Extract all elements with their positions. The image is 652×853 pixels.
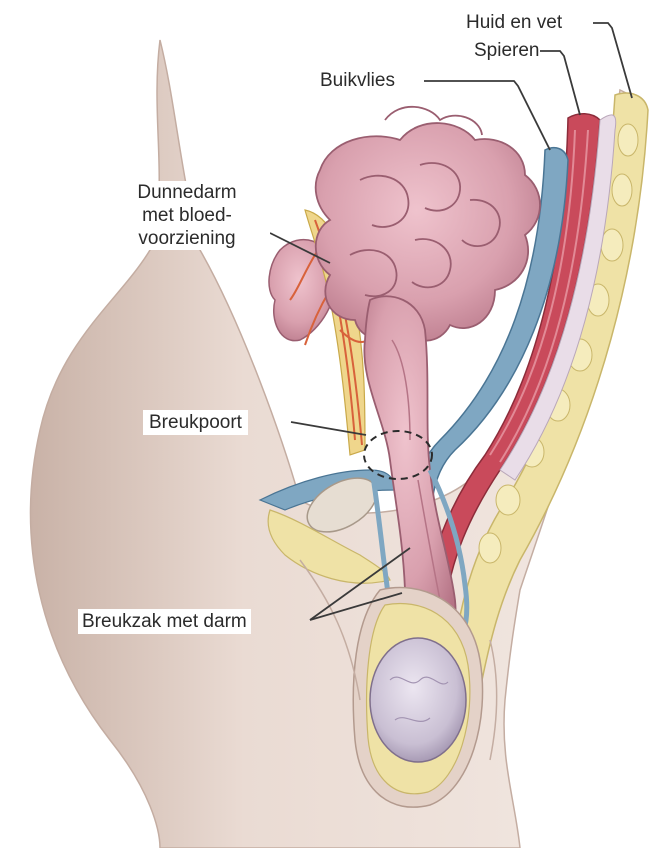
label-huid-en-vet: Huid en vet xyxy=(466,11,562,34)
label-buikvlies: Buikvlies xyxy=(320,69,395,92)
label-dunnedarm: Dunnedarm met bloed- voorziening xyxy=(104,181,270,250)
label-dunnedarm-line3: voorziening xyxy=(104,227,270,250)
leader-huid xyxy=(593,23,632,98)
leader-spieren xyxy=(540,51,580,115)
small-intestine xyxy=(316,107,540,341)
label-dunnedarm-line1: Dunnedarm xyxy=(104,181,270,204)
label-breukzak-met-darm: Breukzak met darm xyxy=(78,609,251,634)
testis xyxy=(370,638,466,762)
label-breukpoort: Breukpoort xyxy=(143,410,248,435)
label-spieren: Spieren xyxy=(474,39,540,62)
label-dunnedarm-line2: met bloed- xyxy=(104,204,270,227)
